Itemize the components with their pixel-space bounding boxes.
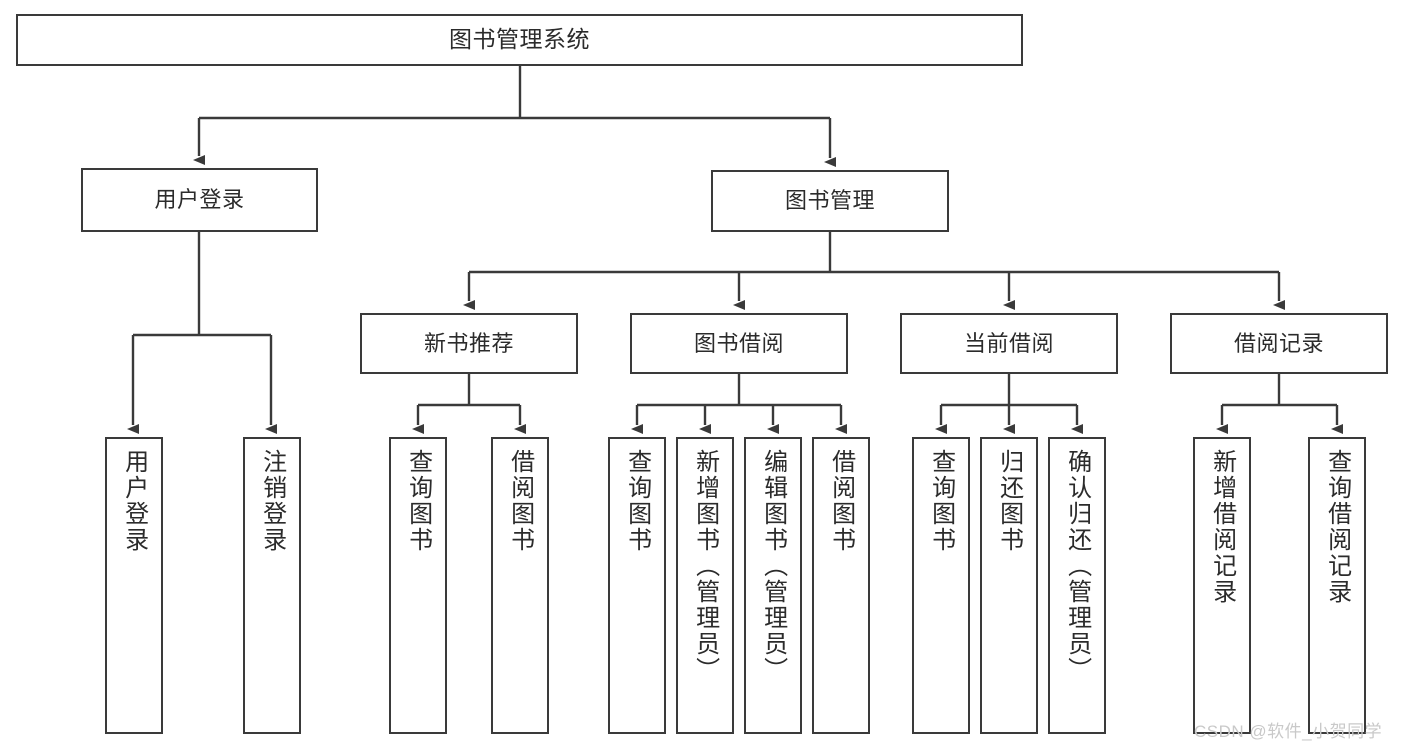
leaf-borrow-book-new-rec-label: 借阅图书 (506, 449, 534, 553)
leaf-confirm-return-admin[interactable]: 确认归还（管理员） (1048, 437, 1106, 734)
node-new-book-recommend-label: 新书推荐 (423, 330, 514, 356)
leaf-add-book-admin-label: 新增图书（管理员） (691, 449, 719, 683)
csdn-watermark: CSDN @软件_小贺同学 (1194, 722, 1383, 741)
leaf-query-borrow-record[interactable]: 查询借阅记录 (1308, 437, 1366, 734)
leaf-confirm-return-admin-label: 确认归还（管理员） (1063, 449, 1091, 683)
leaf-logout-login-label: 注销登录 (258, 449, 286, 553)
leaf-edit-book-admin[interactable]: 编辑图书（管理员） (744, 437, 802, 734)
leaf-logout-login[interactable]: 注销登录 (243, 437, 301, 734)
leaf-edit-book-admin-label: 编辑图书（管理员） (759, 449, 787, 683)
node-book-management-label: 图书管理 (784, 188, 875, 214)
leaf-query-book-new-rec[interactable]: 查询图书 (389, 437, 447, 734)
node-book-borrow[interactable]: 图书借阅 (630, 313, 848, 374)
leaf-add-book-admin[interactable]: 新增图书（管理员） (676, 437, 734, 734)
leaf-query-book-borrow[interactable]: 查询图书 (608, 437, 666, 734)
node-current-borrow[interactable]: 当前借阅 (900, 313, 1118, 374)
leaf-borrow-book-borrow-label: 借阅图书 (827, 449, 855, 553)
node-root-label: 图书管理系统 (449, 26, 590, 53)
leaf-query-book-current[interactable]: 查询图书 (912, 437, 970, 734)
node-current-borrow-label: 当前借阅 (963, 330, 1054, 356)
node-new-book-recommend[interactable]: 新书推荐 (360, 313, 578, 374)
leaf-query-book-current-label: 查询图书 (927, 449, 955, 553)
leaf-add-borrow-record-label: 新增借阅记录 (1208, 449, 1236, 605)
node-root-book-management-system[interactable]: 图书管理系统 (16, 14, 1023, 66)
leaf-add-borrow-record[interactable]: 新增借阅记录 (1193, 437, 1251, 734)
leaf-query-book-borrow-label: 查询图书 (623, 449, 651, 553)
node-borrow-record-label: 借阅记录 (1233, 330, 1324, 356)
node-borrow-record[interactable]: 借阅记录 (1170, 313, 1388, 374)
leaf-query-book-new-rec-label: 查询图书 (404, 449, 432, 553)
leaf-return-book-label: 归还图书 (995, 449, 1023, 553)
leaf-return-book[interactable]: 归还图书 (980, 437, 1038, 734)
node-user-login-label: 用户登录 (154, 187, 245, 213)
leaf-user-login-label: 用户登录 (120, 449, 148, 553)
node-user-login[interactable]: 用户登录 (81, 168, 318, 232)
leaf-borrow-book-borrow[interactable]: 借阅图书 (812, 437, 870, 734)
node-book-management[interactable]: 图书管理 (711, 170, 949, 232)
leaf-borrow-book-new-rec[interactable]: 借阅图书 (491, 437, 549, 734)
node-book-borrow-label: 图书借阅 (693, 330, 784, 356)
leaf-user-login[interactable]: 用户登录 (105, 437, 163, 734)
leaf-query-borrow-record-label: 查询借阅记录 (1323, 449, 1351, 605)
